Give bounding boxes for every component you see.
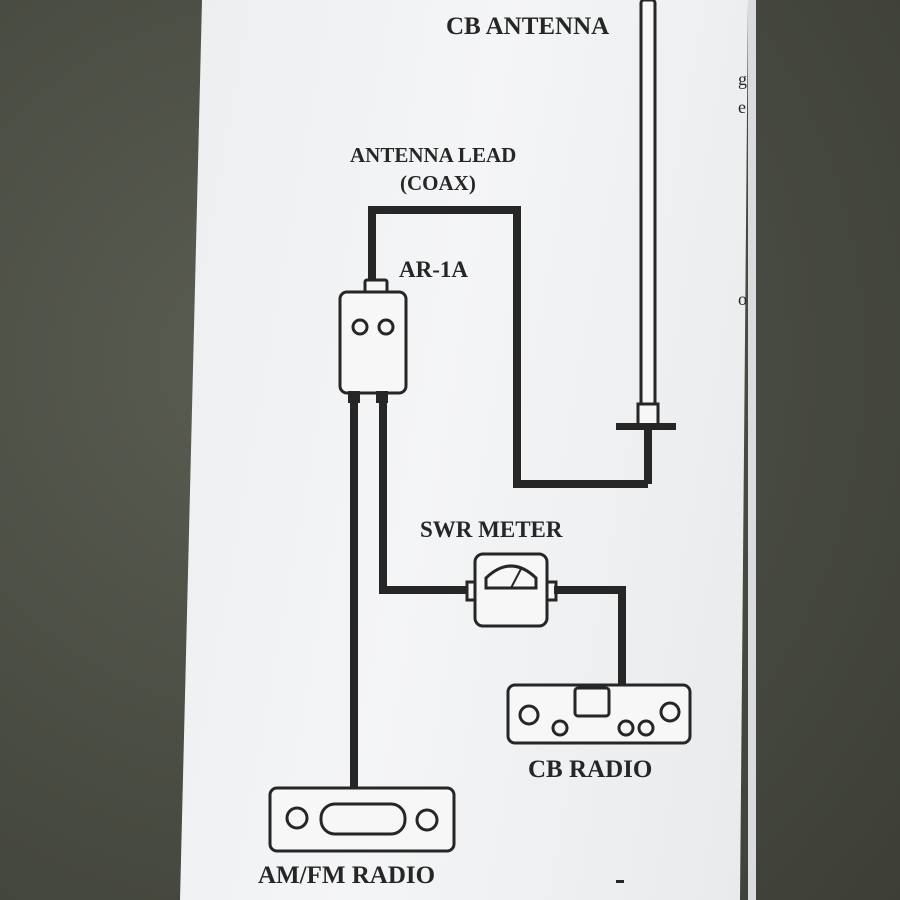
- swr-meter: [465, 552, 558, 628]
- cb-antenna: [616, 0, 676, 484]
- coax-label: (COAX): [400, 171, 476, 195]
- cb-antenna-label: CB ANTENNA: [446, 13, 610, 40]
- cb-radio-label: CB RADIO: [528, 756, 653, 783]
- ar-1a-splitter: [338, 278, 408, 403]
- swr-meter-label: SWR METER: [420, 517, 563, 542]
- am-fm-radio-label: AM/FM RADIO: [258, 862, 436, 889]
- next-page-edge: [748, 0, 756, 900]
- am-fm-radio: [268, 786, 456, 853]
- swr-output-cable: [554, 586, 626, 688]
- swr-input-cable: [379, 400, 470, 594]
- ar-1a-label: AR-1A: [399, 257, 468, 282]
- edge-text-1: g: [738, 69, 747, 89]
- edge-text-2: e: [738, 97, 746, 117]
- cb-radio: [506, 683, 692, 745]
- antenna-lead-label: ANTENNA LEAD: [350, 143, 517, 167]
- ar-1a-jack-right: [377, 318, 395, 336]
- ar-1a-jack-left: [351, 318, 369, 336]
- antenna-lead-cable: [368, 206, 648, 488]
- edge-text-3: o: [738, 289, 747, 309]
- print-mark: [616, 880, 624, 883]
- swr-meter-dial: [484, 564, 538, 590]
